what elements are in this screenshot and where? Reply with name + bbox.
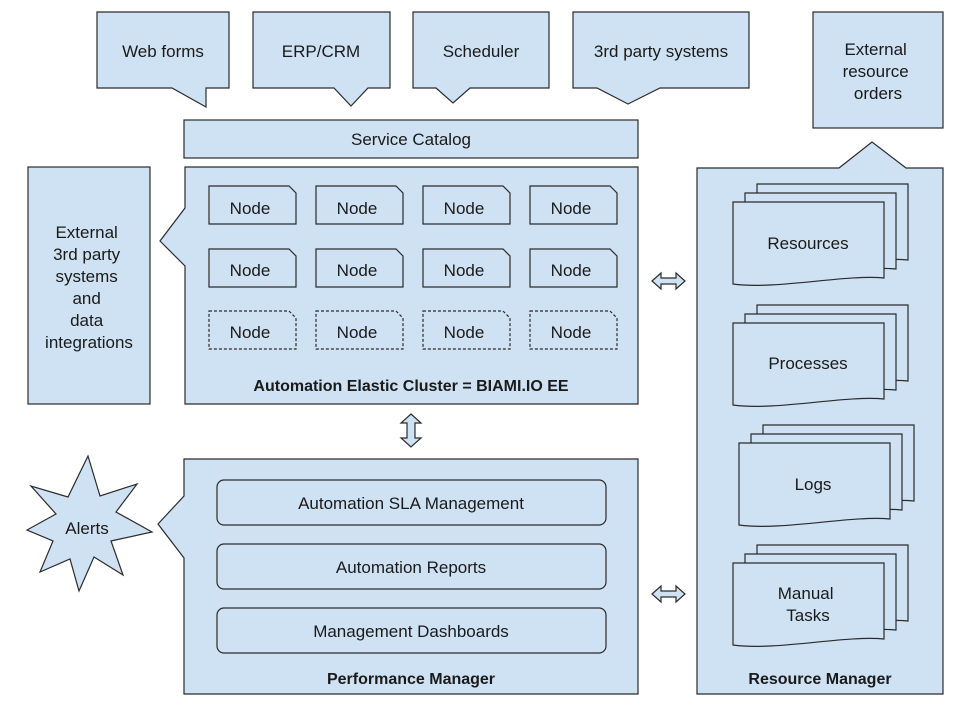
third-party-systems-label: 3rd party systems xyxy=(594,42,728,61)
external-integrations-line: and xyxy=(72,289,100,308)
scheduler-callout: Scheduler xyxy=(412,11,550,104)
node-box: Node xyxy=(422,248,511,288)
node-box: Node xyxy=(208,248,297,288)
resource-manager-panel: Resources Processes Logs Manual Tasks xyxy=(696,141,944,695)
third-party-systems-callout: 3rd party systems xyxy=(572,11,750,105)
cluster-title: Automation Elastic Cluster = BIAMI.IO EE xyxy=(253,378,568,395)
node-label: Node xyxy=(230,261,271,280)
external-orders-line: External xyxy=(844,40,906,59)
automation-cluster-panel: Node Node Node Node Node Node Node xyxy=(159,166,639,405)
performance-manager-title: Performance Manager xyxy=(327,671,495,688)
alert-star-icon xyxy=(25,454,154,593)
manual-tasks-line: Manual xyxy=(778,584,834,603)
node-box-dashed: Node xyxy=(315,310,404,350)
external-orders-line: orders xyxy=(854,84,902,103)
node-label: Node xyxy=(444,323,485,342)
horizontal-double-arrow-icon xyxy=(651,584,686,604)
external-integrations-line: External xyxy=(55,223,117,242)
node-label: Node xyxy=(230,323,271,342)
node-label: Node xyxy=(337,199,378,218)
node-label: Node xyxy=(551,261,592,280)
sla-management-label: Automation SLA Management xyxy=(298,494,524,513)
external-integrations-line: integrations xyxy=(45,333,133,352)
external-resource-orders-box: External resource orders xyxy=(812,11,944,129)
node-box: Node xyxy=(315,248,404,288)
node-box: Node xyxy=(529,248,618,288)
node-box: Node xyxy=(529,185,618,225)
management-dashboards-box: Management Dashboards xyxy=(216,607,607,654)
horizontal-double-arrow-icon xyxy=(651,271,686,291)
node-label: Node xyxy=(337,323,378,342)
external-integrations-line: systems xyxy=(55,267,117,286)
erp-crm-label: ERP/CRM xyxy=(282,42,360,61)
node-box: Node xyxy=(208,185,297,225)
processes-doc-stack: Processes xyxy=(732,304,909,407)
web-forms-callout: Web forms xyxy=(96,11,230,109)
node-box: Node xyxy=(422,185,511,225)
manual-tasks-doc-stack: Manual Tasks xyxy=(732,544,909,647)
erp-crm-callout: ERP/CRM xyxy=(252,11,391,107)
node-label: Node xyxy=(230,199,271,218)
node-box-dashed: Node xyxy=(208,310,297,350)
svg-text:External resource: External resource orders xyxy=(843,40,914,103)
vertical-double-arrow-icon xyxy=(399,413,423,448)
logs-doc-stack: Logs xyxy=(738,424,915,527)
external-integrations-box: External 3rd party systems and data inte… xyxy=(27,166,151,405)
node-box-dashed: Node xyxy=(529,310,618,350)
processes-label: Processes xyxy=(768,354,847,373)
external-orders-line: resource xyxy=(843,62,909,81)
resources-label: Resources xyxy=(767,234,848,253)
svg-text:Manual Tasks: Manual Tasks xyxy=(778,584,839,625)
external-integrations-line: 3rd party xyxy=(53,245,121,264)
svg-text:External 3rd party: External 3rd party systems and data inte… xyxy=(45,223,133,352)
service-catalog-label: Service Catalog xyxy=(351,130,471,149)
manual-tasks-line: Tasks xyxy=(786,606,829,625)
web-forms-label: Web forms xyxy=(122,42,204,61)
node-box-dashed: Node xyxy=(422,310,511,350)
resource-manager-title: Resource Manager xyxy=(748,671,891,688)
node-label: Node xyxy=(444,199,485,218)
resources-doc-stack: Resources xyxy=(732,183,909,286)
performance-manager-panel: Automation SLA Management Automation Rep… xyxy=(157,458,639,695)
alerts-burst: Alerts xyxy=(25,454,154,593)
node-label: Node xyxy=(444,261,485,280)
scheduler-label: Scheduler xyxy=(443,42,520,61)
service-catalog-bar: Service Catalog xyxy=(183,119,639,159)
node-label: Node xyxy=(551,199,592,218)
management-dashboards-label: Management Dashboards xyxy=(313,622,509,641)
node-box: Node xyxy=(315,185,404,225)
sla-management-box: Automation SLA Management xyxy=(216,479,607,526)
node-label: Node xyxy=(551,323,592,342)
automation-reports-label: Automation Reports xyxy=(336,558,486,577)
external-integrations-line: data xyxy=(70,311,104,330)
logs-label: Logs xyxy=(795,475,832,494)
node-label: Node xyxy=(337,261,378,280)
automation-reports-box: Automation Reports xyxy=(216,543,607,590)
alerts-label: Alerts xyxy=(65,519,108,538)
